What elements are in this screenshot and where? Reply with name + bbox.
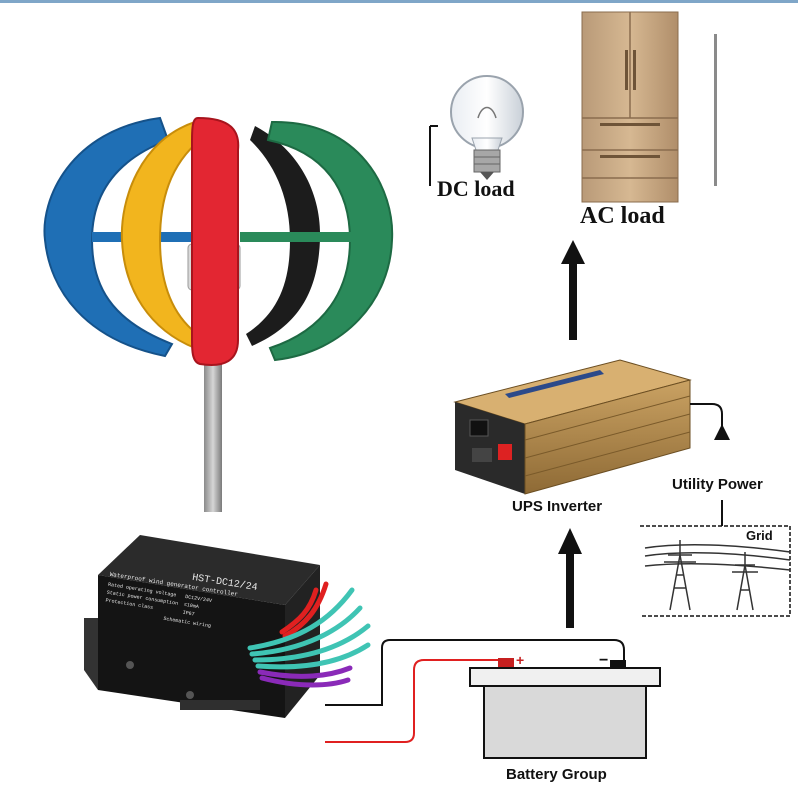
battery-group xyxy=(469,658,661,759)
blade-red xyxy=(191,116,240,366)
grid-label: Grid xyxy=(746,528,773,543)
wind-turbine xyxy=(43,116,394,512)
arrow-battery-to-inverter xyxy=(558,528,582,628)
blade-green xyxy=(266,120,394,362)
ups-inverter-device xyxy=(453,359,692,495)
refrigerator xyxy=(581,11,717,203)
battery-minus-label: − xyxy=(599,652,609,669)
turbine-pole xyxy=(204,340,222,512)
arrow-inverter-to-ac-load xyxy=(561,240,585,340)
light-bulb xyxy=(429,75,524,186)
top-border xyxy=(0,0,798,3)
charge-controller-device xyxy=(84,535,320,718)
blade-green-spoke xyxy=(240,232,352,242)
ups-inverter-label: UPS Inverter xyxy=(512,498,603,515)
dc-load-label: DC load xyxy=(437,176,515,201)
controller-wires xyxy=(247,581,371,688)
power-grid-towers xyxy=(640,525,791,617)
blade-blue xyxy=(43,116,174,358)
utility-power-label: Utility Power xyxy=(672,476,763,493)
battery-wiring xyxy=(325,639,625,743)
utility-power-link xyxy=(690,403,730,526)
battery-group-label: Battery Group xyxy=(506,766,607,783)
blade-black xyxy=(246,126,321,346)
battery-plus-label: + xyxy=(516,652,525,668)
ac-load-label: AC load xyxy=(580,203,665,229)
